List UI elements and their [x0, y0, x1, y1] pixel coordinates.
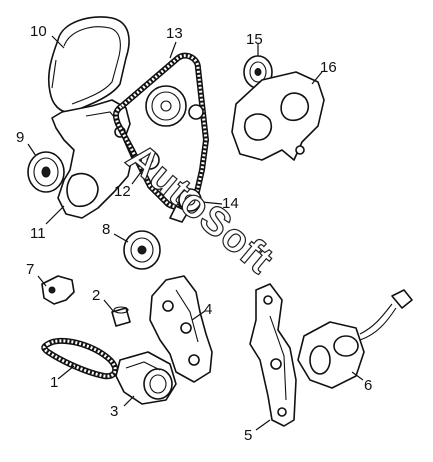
callout-9: 9 — [16, 129, 24, 146]
callout-8: 8 — [102, 221, 110, 238]
callout-14: 14 — [222, 195, 239, 212]
part-6-vacuum-pump — [297, 289, 413, 389]
callout-15: 15 — [246, 31, 263, 48]
part-8-aux-pulley — [123, 230, 161, 270]
part-14-tensioner — [169, 188, 202, 223]
part-2-spacer — [111, 306, 131, 327]
callout-13: 13 — [166, 25, 183, 42]
callout-5: 5 — [244, 427, 252, 444]
callout-12: 12 — [114, 183, 131, 200]
callout-labels: 1 2 3 4 5 6 7 8 9 10 11 12 13 14 15 16 — [16, 23, 372, 444]
callout-3: 3 — [110, 403, 118, 420]
part-12-idler-roller — [140, 150, 160, 170]
callout-11: 11 — [30, 225, 46, 242]
callout-10: 10 — [30, 23, 47, 40]
part-9-crank-pulley — [27, 151, 65, 193]
part-7-small-bracket — [41, 275, 75, 305]
leader-lines — [27, 35, 364, 431]
callout-6: 6 — [364, 377, 372, 394]
camshaft-sprocket — [145, 85, 204, 127]
callout-16: 16 — [320, 59, 337, 76]
callout-7: 7 — [26, 261, 34, 278]
callout-4: 4 — [204, 301, 212, 318]
callout-2: 2 — [92, 287, 100, 304]
part-3-water-pump — [115, 351, 177, 405]
callout-1: 1 — [50, 374, 58, 391]
part-4-mounting-bracket — [149, 275, 213, 383]
part-16-rear-cover-plate — [231, 71, 325, 161]
part-10-upper-timing-cover — [47, 16, 130, 114]
part-5-long-bracket — [249, 283, 297, 427]
part-1-drive-belt — [41, 337, 119, 380]
part-11-rear-timing-cover — [51, 99, 133, 219]
